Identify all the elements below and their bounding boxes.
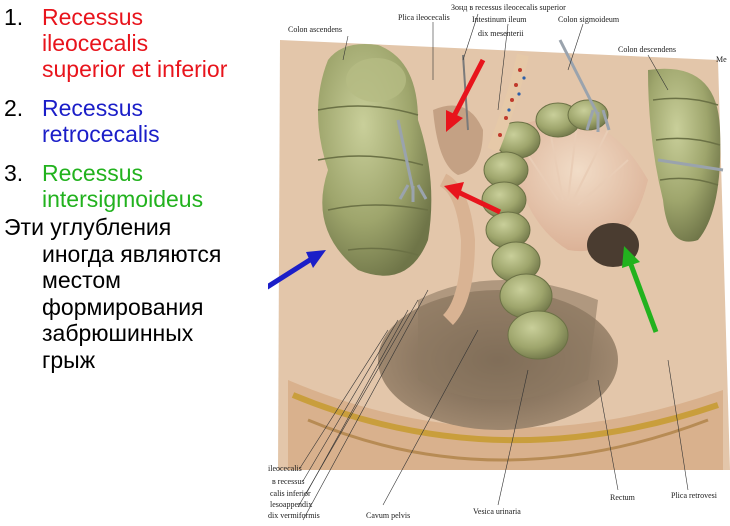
note-text: Эти углубления иногда являются местом фо… [4, 214, 272, 373]
note-line: местом [42, 267, 121, 293]
label-cavum-pelvis: Cavum pelvis [366, 511, 410, 520]
label-colon-sigmoideum: Colon sigmoideum [558, 15, 620, 24]
item-line: ileocecalis [42, 30, 149, 56]
label-me: Me [716, 55, 727, 64]
label-radix-mesenterii: dix mesenterii [478, 29, 524, 38]
label-calis-inferior: calis inferior [270, 489, 311, 498]
item-line: Recessus [42, 160, 143, 186]
note-line: иногда являются [42, 240, 222, 267]
item-number: 2. [4, 95, 24, 121]
label-vesica-urinaria: Vesica urinaria [473, 507, 521, 516]
note-line: забрюшинных [42, 320, 194, 346]
label-intestinum-ileum: Intestinum ileum [472, 15, 527, 24]
colon-sigmoideum-shape [481, 99, 609, 360]
text-column: 1. Recessus ileocecalis superior et infe… [4, 4, 272, 373]
label-probe: Зонд в recessus ileocecalis superior [451, 3, 566, 12]
list-item-3: 3. Recessus intersigmoideus [4, 160, 272, 212]
item-line: intersigmoideus [42, 186, 204, 212]
arrow-green-icon [622, 246, 659, 333]
label-plica-ileocecalis: Plica ileocecalis [398, 13, 450, 22]
label-v-recessus: в recessus [272, 477, 304, 486]
item-line: superior et inferior [42, 56, 228, 82]
item-number: 3. [4, 160, 24, 186]
retractor-icon [396, 39, 724, 202]
list-item-1: 1. Recessus ileocecalis superior et infe… [4, 4, 272, 82]
item-number: 1. [4, 4, 24, 30]
note-line: формирования [42, 293, 204, 320]
item-line: Recessus [42, 95, 143, 121]
list-item-2: 2. Recessus retrocecalis [4, 95, 272, 147]
label-mesoappendix: lesoappendix [270, 500, 312, 509]
arrow-red-upper-icon [446, 58, 486, 132]
colon-descendens-shape [648, 68, 721, 242]
label-colon-ascendens: Colon ascendens [288, 25, 342, 34]
label-ileocecalis: ileocecalis [268, 464, 302, 473]
item-line: retrocecalis [42, 121, 160, 147]
mesosigmoid-shape [508, 117, 648, 252]
item-line: Recessus [42, 4, 143, 30]
arrow-red-lower-icon [444, 182, 502, 215]
label-appendix-vermiformis: dix vermiformis [268, 511, 320, 520]
arrow-blue-icon [268, 250, 326, 290]
label-colon-descendens: Colon descendens [618, 45, 676, 54]
note-line: грыж [42, 346, 96, 373]
colon-ascendens-shape [318, 44, 432, 276]
note-line: Эти углубления [4, 214, 172, 240]
anatomy-illustration: Colon ascendens Plica ileocecalis Зонд в… [268, 0, 730, 526]
label-plica-retrovesicalis: Plica retrovesi [671, 491, 718, 500]
label-rectum: Rectum [610, 493, 636, 502]
